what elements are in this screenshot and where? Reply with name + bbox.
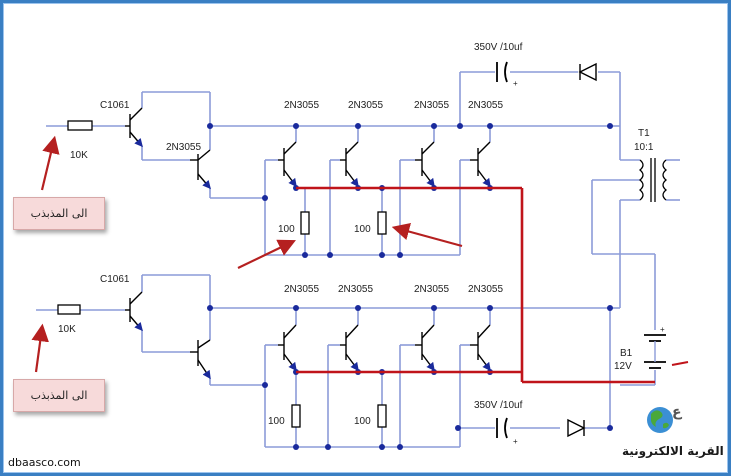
resistor-10k-bottom xyxy=(57,304,81,315)
label-res-bottom-2: 100 xyxy=(354,416,371,427)
label-t1: T1 xyxy=(638,128,650,139)
arrow-resistor-left xyxy=(237,239,296,269)
label-c1061-top: C1061 xyxy=(100,100,130,111)
label-2n3055-bottom-4: 2N3055 xyxy=(468,284,503,295)
label-res-bottom-1: 100 xyxy=(268,416,285,427)
diode-top xyxy=(578,62,597,82)
transistors xyxy=(125,107,491,380)
arrow-resistor-right xyxy=(391,222,463,248)
label-b1: B1 xyxy=(620,348,633,359)
label-2n3055-bottom-1: 2N3055 xyxy=(284,284,319,295)
capacitors xyxy=(496,61,508,439)
callout-top-oscillator: الى المذبذب xyxy=(13,197,105,230)
label-10k-bottom: 10K xyxy=(58,324,76,335)
resistor-100-bottom-2 xyxy=(377,404,387,428)
label-2n3055-bottom-3: 2N3055 xyxy=(414,284,449,295)
callout-bottom-oscillator: الى المذبذب xyxy=(13,379,105,412)
battery-lead-dash xyxy=(671,361,689,366)
resistor-100-top-2 xyxy=(377,211,387,235)
transistor-c1061-top xyxy=(125,107,143,148)
transistor-c1061-bottom xyxy=(125,291,143,332)
label-cap-top-plus: + xyxy=(513,79,518,88)
transistor-bottom-4 xyxy=(470,324,491,372)
site-url: dbaasco.com xyxy=(8,456,81,469)
resistor-10k-top xyxy=(67,120,93,131)
transistor-bottom-1 xyxy=(278,324,297,372)
transistor-top-1 xyxy=(278,141,297,188)
battery-b1 xyxy=(644,334,666,369)
wires-top xyxy=(46,71,680,330)
label-res-top-2: 100 xyxy=(354,224,371,235)
diode-bottom xyxy=(567,418,586,438)
capacitor-top xyxy=(496,61,508,83)
label-2n3055-top-3: 2N3055 xyxy=(414,100,449,111)
transistor-top-2 xyxy=(340,141,359,188)
transformer-t1 xyxy=(638,158,668,202)
svg-text:ع: ع xyxy=(672,404,683,420)
resistor-100-top-1 xyxy=(300,211,310,235)
arrow-top-input xyxy=(40,135,60,191)
label-ratio: 10:1 xyxy=(634,142,654,153)
label-b1-voltage: 12V xyxy=(614,361,632,372)
label-10k-top: 10K xyxy=(70,150,88,161)
transistor-bottom-2 xyxy=(340,324,359,372)
transistor-driver-bottom xyxy=(190,339,211,380)
label-2n3055-bottom-2: 2N3055 xyxy=(338,284,373,295)
label-cap-bottom-plus: + xyxy=(513,437,518,446)
label-c1061-bottom: C1061 xyxy=(100,274,130,285)
transistor-driver-top xyxy=(190,149,211,190)
resistor-100-bottom-1 xyxy=(291,404,301,428)
resistors xyxy=(57,120,387,428)
label-res-top-1: 100 xyxy=(278,224,295,235)
transistor-bottom-3 xyxy=(415,324,435,372)
label-2n3055-top-4: 2N3055 xyxy=(468,100,503,111)
transistor-top-3 xyxy=(415,141,435,188)
diodes xyxy=(567,62,597,438)
site-logo: ع xyxy=(647,404,683,433)
callout-arrows xyxy=(31,135,463,373)
label-driver-top: 2N3055 xyxy=(166,142,201,153)
site-name: القرية الالكترونية xyxy=(622,444,724,458)
label-cap-top: 350V /10uf xyxy=(474,42,523,53)
arrow-bottom-input xyxy=(31,323,49,373)
label-cap-bottom: 350V /10uf xyxy=(474,400,523,411)
highlight-emitter-bus xyxy=(296,186,655,384)
capacitor-bottom xyxy=(496,417,508,439)
transistor-top-4 xyxy=(470,141,491,188)
label-2n3055-top-1: 2N3055 xyxy=(284,100,319,111)
label-battery-plus: + xyxy=(660,325,665,334)
label-2n3055-top-2: 2N3055 xyxy=(348,100,383,111)
